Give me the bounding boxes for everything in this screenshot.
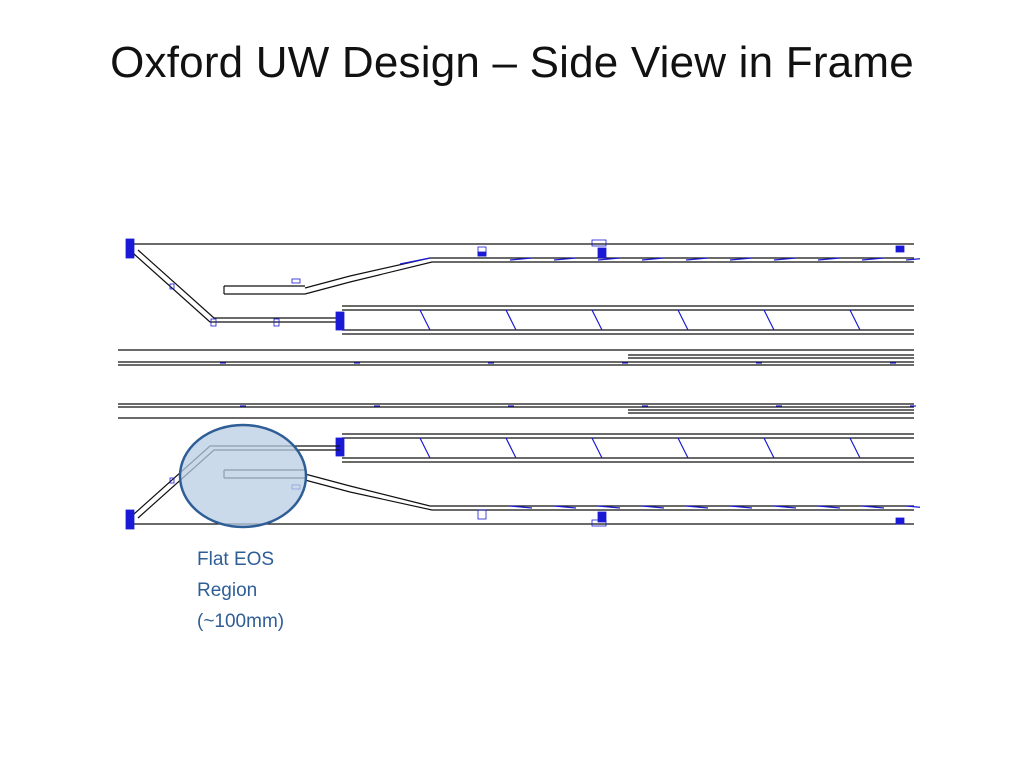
slide-title: Oxford UW Design – Side View in Frame — [110, 38, 914, 87]
top-rail-detail — [773, 257, 797, 261]
engineering-lines — [118, 238, 920, 530]
upper-diagonal-support-inner — [137, 249, 340, 319]
lower-support-clip — [169, 477, 175, 484]
region-annotation: Flat EOS Region (~100mm) — [197, 544, 284, 637]
top-rail-detail — [817, 257, 841, 261]
upper-tube-stripe — [677, 309, 689, 331]
lower-tube-stripe — [591, 437, 603, 459]
lower-tube-end-cap — [335, 437, 345, 457]
upper-tube-stripe — [849, 309, 861, 331]
top-rail-detail — [641, 257, 665, 261]
upper-support-clip — [169, 283, 175, 290]
upper-ramp-line-inner — [304, 261, 914, 295]
top-flange-fill — [597, 247, 607, 259]
lower-tube-stripe — [677, 437, 689, 459]
annotation-line-2: Region — [197, 580, 258, 601]
side-view-drawing — [118, 238, 920, 530]
upper-ramp-detail — [399, 257, 431, 265]
top-rail-detail — [905, 258, 920, 261]
upper-tube-stripe — [763, 309, 775, 331]
lower-tube-stripe — [849, 437, 861, 459]
top-rail-detail — [861, 257, 885, 261]
upper-tube-stripe — [591, 309, 603, 331]
top-rail-detail — [509, 257, 533, 261]
bottom-rail-detail — [729, 505, 753, 509]
upper-support-nut-2 — [273, 318, 280, 327]
lower-tube-stripe — [419, 437, 431, 459]
annotation-line-1: Flat EOS — [197, 549, 275, 570]
top-right-block — [895, 245, 905, 253]
bottom-rail-detail — [905, 505, 920, 508]
top-rail-detail — [729, 257, 753, 261]
bottom-rail-detail — [861, 505, 885, 509]
bottom-right-block — [895, 517, 905, 525]
lower-ramp-line — [304, 473, 914, 507]
annotation-line-3: (~100mm) — [197, 611, 285, 632]
bottom-flange-fill — [597, 511, 607, 523]
upper-tube-end-cap — [335, 311, 345, 331]
lower-ramp-line-inner — [304, 479, 914, 511]
upper-diagonal-support — [133, 253, 340, 323]
lower-tube-stripe — [505, 437, 517, 459]
bottom-rail-detail — [597, 505, 621, 509]
bottom-rail-detail — [685, 505, 709, 509]
top-rail-detail — [685, 257, 709, 261]
bottom-rail-detail — [773, 505, 797, 509]
bottom-block-1 — [477, 509, 487, 520]
upper-support-nut-1 — [210, 318, 217, 327]
top-rail-detail — [597, 257, 621, 261]
top-block-1-fill — [477, 251, 487, 257]
bottom-rail-detail — [509, 505, 533, 509]
top-flange — [591, 239, 607, 247]
upper-tube-stripe — [419, 309, 431, 331]
upper-rod-marker — [291, 278, 301, 284]
flat-eos-highlight-ellipse — [178, 423, 308, 529]
bottom-rail-detail — [553, 505, 577, 509]
top-rail-detail — [553, 257, 577, 261]
lower-tube-stripe — [763, 437, 775, 459]
bottom-rail-detail — [817, 505, 841, 509]
bottom-left-end-block — [125, 509, 135, 530]
top-left-end-block — [125, 238, 135, 259]
upper-tube-stripe — [505, 309, 517, 331]
bottom-rail-detail — [641, 505, 665, 509]
upper-ramp-line — [304, 257, 914, 289]
